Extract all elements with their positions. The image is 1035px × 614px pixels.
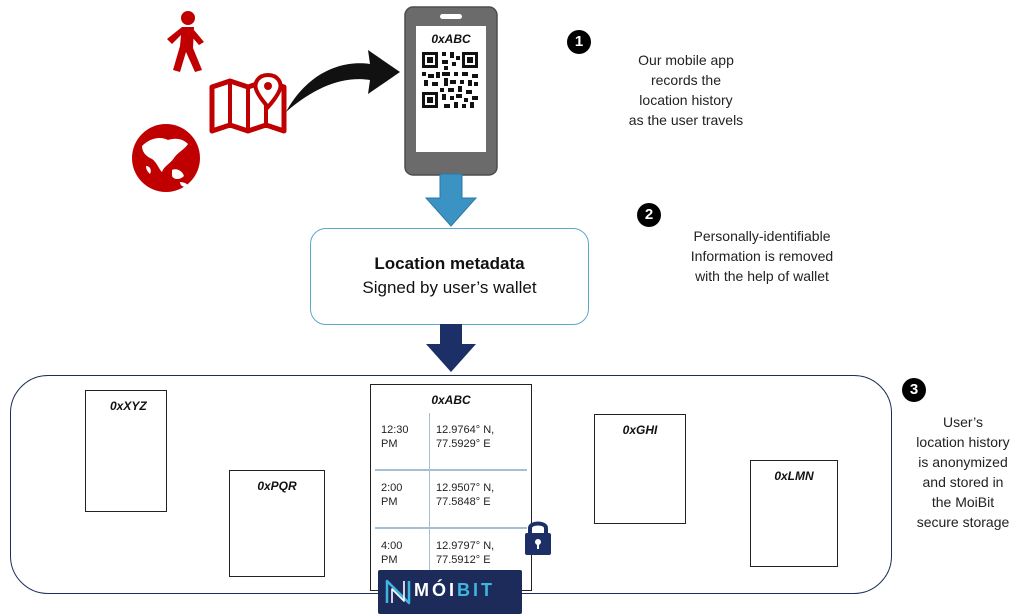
moibit-logo-mark-icon <box>385 579 411 605</box>
card-label: 0xXYZ <box>110 399 147 413</box>
location-card-0xabc: 0xABC 12:30 PM 12.9764° N, 77.5929° E 2:… <box>370 384 532 591</box>
walking-person-icon <box>167 11 204 72</box>
location-history-table: 12:30 PM 12.9764° N, 77.5929° E 2:00 PM … <box>375 413 527 585</box>
logo-text-part2: BIT <box>457 580 495 600</box>
down-arrow-light-icon <box>424 173 478 227</box>
metadata-title: Location metadata <box>374 254 525 273</box>
coords-cell: 12.9764° N, 77.5929° E <box>436 424 495 450</box>
location-card-0xghi: 0xGHI <box>594 414 686 524</box>
step-2-number: 2 <box>637 203 661 227</box>
card-label: 0xLMN <box>774 469 814 483</box>
padlock-icon <box>525 521 551 555</box>
table-row: 2:00 PM 12.9507° N, 77.5848° E <box>375 469 527 528</box>
location-card-0xpqr: 0xPQR <box>229 470 325 577</box>
down-arrow-dark-icon <box>426 324 476 372</box>
time-cell: 2:00 PM <box>375 469 430 528</box>
phone-id-label: 0xABC <box>431 32 471 46</box>
location-card-0xlmn: 0xLMN <box>750 460 838 567</box>
location-metadata-box: Location metadata Signed by user’s walle… <box>310 228 589 325</box>
step-3-description: User’s location history is anonymized an… <box>916 414 1010 530</box>
globe-icon <box>132 124 200 192</box>
moibit-logo: MÓIBIT <box>378 570 522 614</box>
map-pin-icon <box>209 73 287 134</box>
card-label: 0xABC <box>431 393 471 407</box>
step-1-number: 1 <box>567 30 591 54</box>
logo-text-part1: MÓI <box>414 580 457 600</box>
table-row: 12:30 PM 12.9764° N, 77.5929° E <box>375 413 527 470</box>
curved-arrow-icon <box>286 50 400 112</box>
step-3-number: 3 <box>902 378 926 402</box>
moibit-logo-text: MÓIBIT <box>414 580 495 601</box>
card-label: 0xPQR <box>257 479 297 493</box>
step-1-description: Our mobile app records the location hist… <box>628 52 744 128</box>
metadata-subtitle: Signed by user’s wallet <box>362 278 537 297</box>
location-card-0xxyz: 0xXYZ <box>85 390 167 512</box>
step-2-description: Personally-identifiable Information is r… <box>690 228 834 284</box>
coords-cell: 12.9507° N, 77.5848° E <box>429 469 527 528</box>
qr-code-icon <box>420 50 480 110</box>
time-cell: 12:30 PM <box>375 413 430 470</box>
card-label: 0xGHI <box>622 423 658 437</box>
